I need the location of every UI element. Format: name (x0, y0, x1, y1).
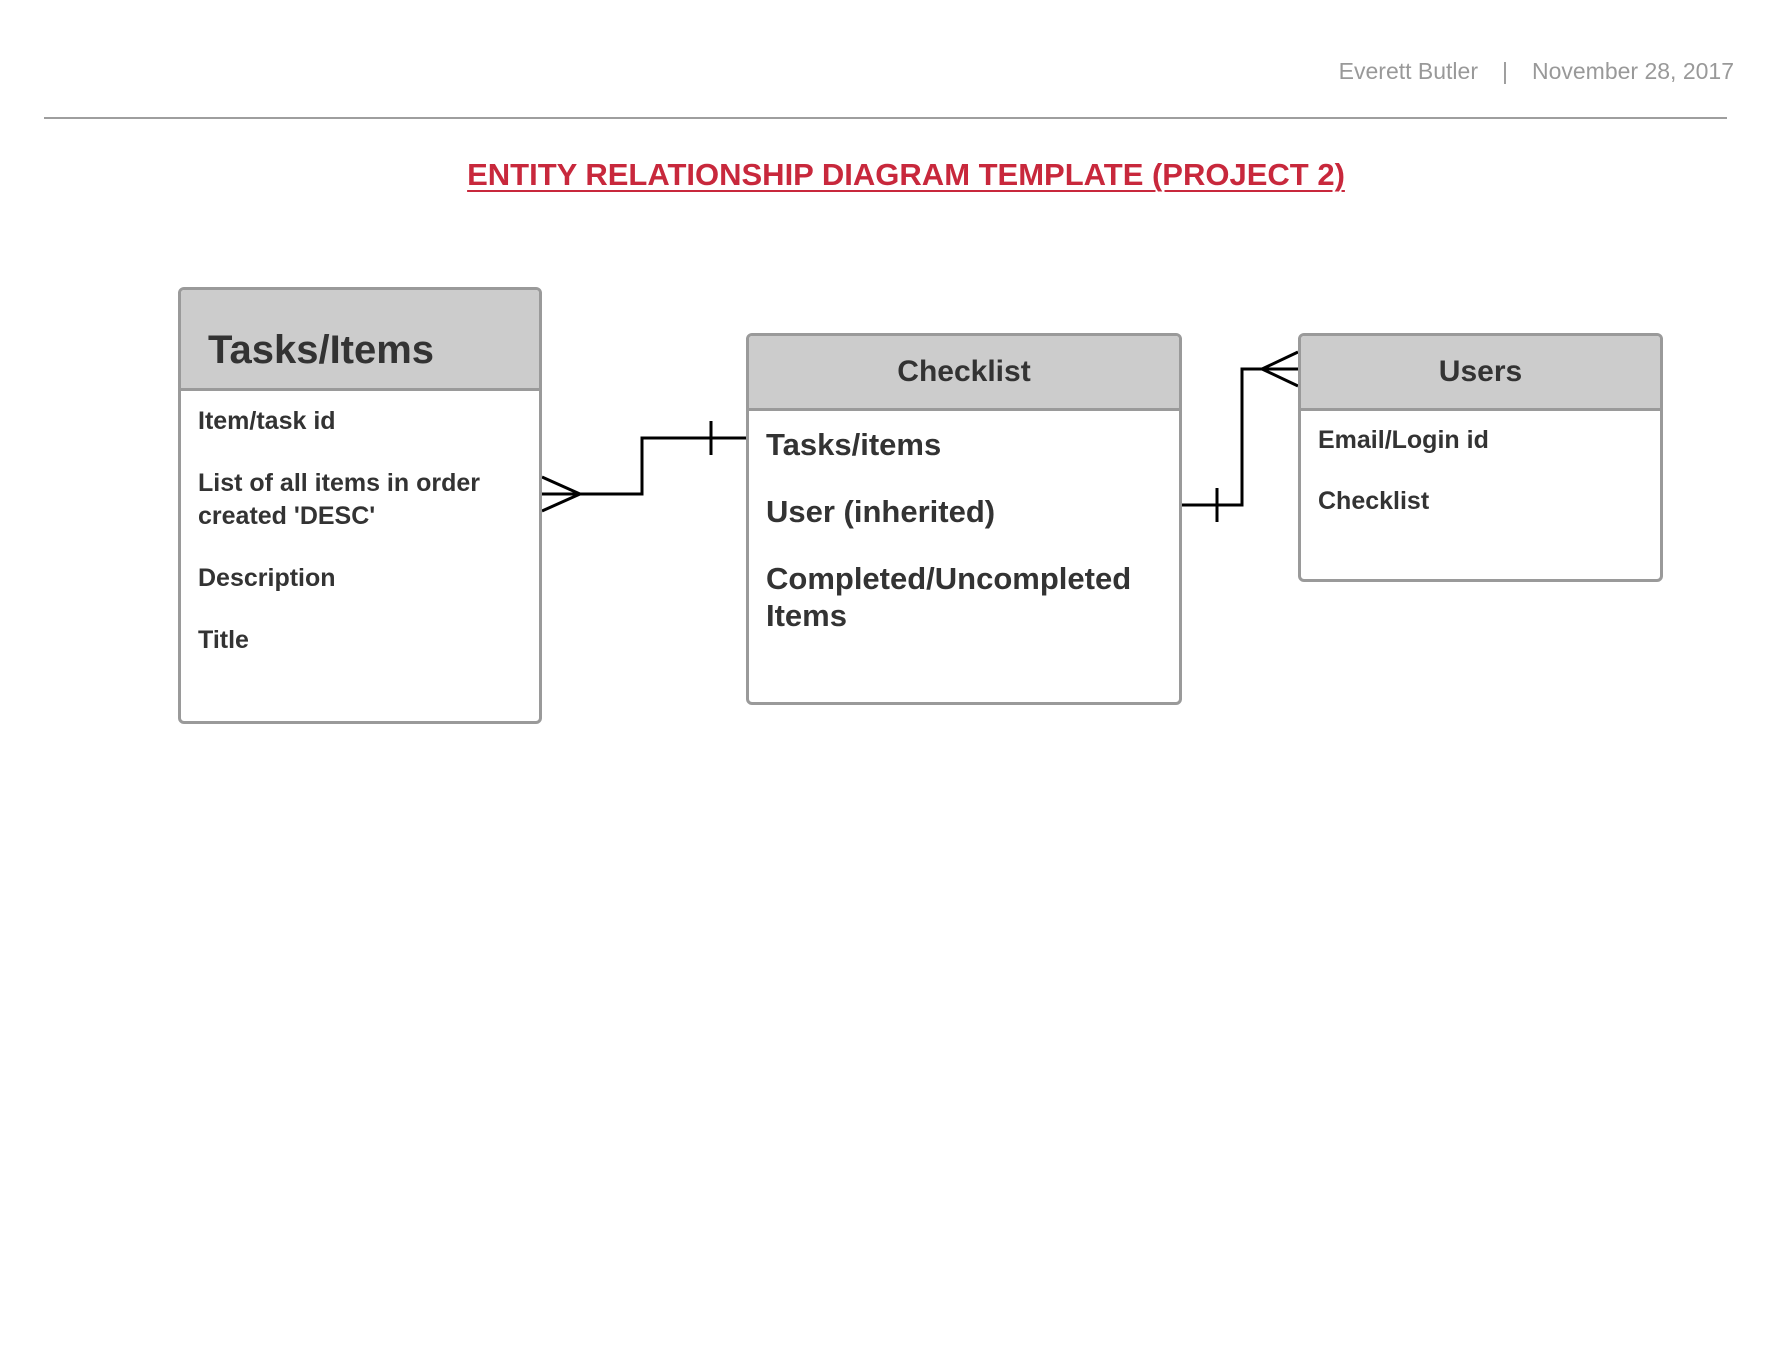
entity-checklist[interactable]: Checklist Tasks/items User (inherited) C… (746, 333, 1182, 705)
header-divider (44, 117, 1727, 119)
attribute-item: Checklist (1318, 487, 1430, 515)
attribute-item: Item/task id (198, 407, 336, 435)
attribute-item: User (inherited) (766, 494, 996, 529)
attribute-item: List of all items in order created 'DESC… (198, 469, 480, 530)
crows-foot-many-icon (1258, 350, 1299, 388)
document-date: November 28, 2017 (1531, 58, 1734, 84)
entity-header: Checklist (749, 336, 1179, 411)
entity-attributes: Email/Login id Checklist (1301, 411, 1660, 518)
entity-attributes: Tasks/items User (inherited) Completed/U… (749, 411, 1179, 634)
attribute-item: Description (198, 564, 336, 592)
relationship-checklist-users (1182, 350, 1299, 522)
header-separator: | (1502, 58, 1508, 84)
entity-header: Users (1301, 336, 1660, 411)
entity-users[interactable]: Users Email/Login id Checklist (1298, 333, 1663, 582)
attribute-item: Title (198, 626, 249, 654)
entity-tasks-items[interactable]: Tasks/Items Item/task id List of all ite… (178, 287, 542, 724)
attribute-item: Completed/Uncompleted Items (766, 561, 1132, 633)
connector-line (1182, 367, 1298, 507)
attribute-item: Tasks/items (766, 427, 942, 462)
attribute-item: Email/Login id (1318, 426, 1489, 454)
relationship-tasks-checklist (541, 421, 746, 513)
header-meta: Everett Butler | November 28, 2017 (1339, 58, 1734, 85)
crows-foot-many-icon (541, 475, 584, 513)
entity-attributes: Item/task id List of all items in order … (181, 391, 539, 657)
entity-header: Tasks/Items (181, 290, 539, 391)
author-name: Everett Butler (1338, 58, 1478, 84)
page-title: ENTITY RELATIONSHIP DIAGRAM TEMPLATE (PR… (467, 157, 1345, 192)
connector-line (542, 436, 746, 496)
